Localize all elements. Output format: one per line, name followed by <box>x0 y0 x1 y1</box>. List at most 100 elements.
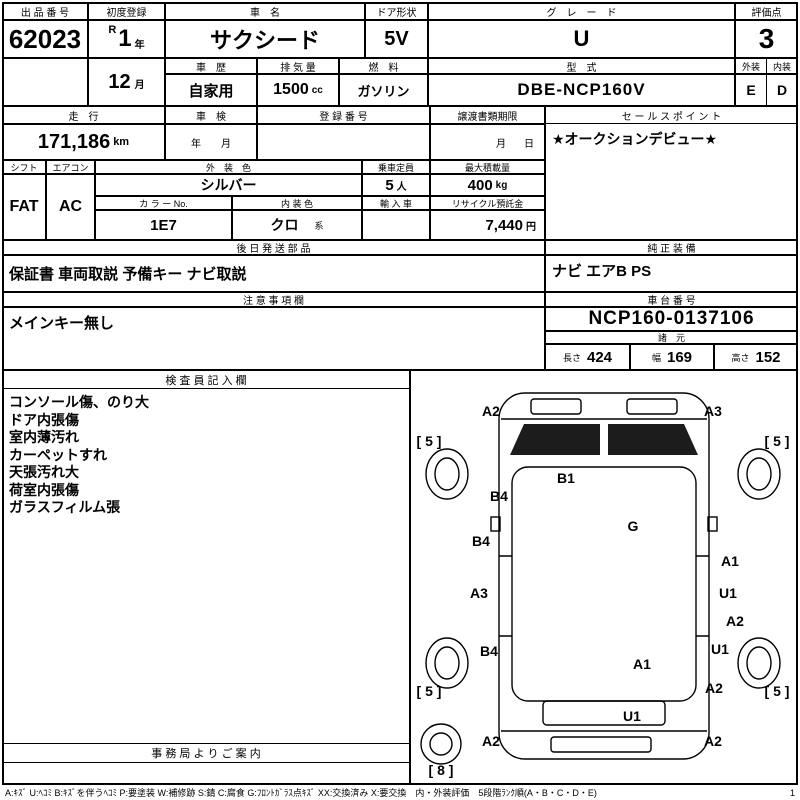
damage-marker-5: [ 5 ] <box>764 433 790 449</box>
transfer-deadline-cell: 月 日 <box>430 124 545 160</box>
aircon-label: エアコン <box>46 160 95 174</box>
damage-marker-A2: A2 <box>482 403 500 419</box>
import-car-label: 輸 入 車 <box>362 196 430 210</box>
caution-value: メインキー無し <box>2 307 545 370</box>
ext-color-label: 外 装 色 <box>95 160 362 174</box>
grade-label: グ レ ー ド <box>428 2 735 20</box>
first-reg-year-cell: R 1 年 <box>88 20 165 58</box>
damage-marker-B4: B4 <box>472 533 490 549</box>
later-parts-label: 後 日 発 送 部 品 <box>2 240 545 255</box>
recycle-deposit-cell: 7,440 円 <box>430 210 545 240</box>
max-load-value: 400 <box>467 176 493 194</box>
later-parts-value: 保証書 車両取説 予備キー ナビ取説 <box>2 255 545 292</box>
rear-bumper-detail <box>550 736 652 753</box>
damage-marker-5: [ 5 ] <box>416 683 442 699</box>
capacity-value: 5 <box>385 176 394 194</box>
damage-marker-A1: A1 <box>633 656 651 672</box>
exterior-rating-value: E <box>735 74 767 106</box>
capacity-label: 乗車定員 <box>362 160 430 174</box>
spec-width-label: 幅 <box>651 352 661 363</box>
tire-front-left <box>425 448 469 500</box>
int-color-label: 内 装 色 <box>232 196 362 210</box>
front-light-right <box>626 398 678 415</box>
damage-marker-G: G <box>627 518 639 534</box>
color-no-value: 1E7 <box>95 210 232 240</box>
sales-point-label: セ ー ル ス ポ イ ン ト <box>546 107 797 124</box>
door-seam-lines <box>499 555 709 637</box>
door-shape-value: 5V <box>365 20 428 58</box>
rear-window <box>542 700 666 726</box>
inspector-note-line: ガラスフィルム張 <box>9 499 121 515</box>
tire-rear-right <box>737 637 781 689</box>
first-reg-year-unit: 年 <box>134 40 145 51</box>
damage-marker-8: [ 8 ] <box>428 762 454 778</box>
import-car-value <box>362 210 430 240</box>
car-body-outline <box>498 392 710 760</box>
front-light-left <box>530 398 582 415</box>
recycle-deposit-unit: 円 <box>526 221 536 233</box>
history-value: 自家用 <box>165 74 257 106</box>
spec-height-value: 152 <box>755 348 781 366</box>
displacement-unit: cc <box>311 84 323 96</box>
shift-label: シフト <box>2 160 46 174</box>
inspector-notes-label: 検 査 員 記 入 欄 <box>3 371 409 389</box>
interior-rating-value: D <box>766 74 798 106</box>
damage-marker-U1: U1 <box>719 585 737 601</box>
fuel-label: 燃 料 <box>339 58 428 74</box>
damage-marker-A3: A3 <box>704 403 722 419</box>
transfer-deadline-label: 譲渡書類期限 <box>430 106 545 124</box>
damage-marker-U1: U1 <box>711 641 729 657</box>
model-label: 型 式 <box>428 58 735 74</box>
chassis-no-value: NCP160-0137106 <box>545 307 798 331</box>
history-label: 車 歴 <box>165 58 257 74</box>
inspector-note-line: 室内薄汚れ <box>9 429 79 445</box>
spec-width-cell: 幅 169 <box>630 344 714 370</box>
first-reg-era: R <box>108 24 117 36</box>
displacement-cell: 1500 cc <box>257 74 339 106</box>
score-value: 3 <box>735 20 798 58</box>
spec-height-cell: 高さ 152 <box>714 344 798 370</box>
inspector-notes-box: 検 査 員 記 入 欄 コンソール傷、のり大ドア内張傷室内薄汚れカーペットすれ天… <box>2 370 410 785</box>
reg-no-label: 登 録 番 号 <box>257 106 430 124</box>
max-load-unit: kg <box>495 179 508 191</box>
interior-rating-label: 内装 <box>766 58 798 74</box>
lot-no-empty-cell <box>2 58 88 106</box>
grade-value: U <box>428 20 735 58</box>
genuine-equip-value: ナビ エアB PS <box>545 255 798 292</box>
sales-point-box: セ ー ル ス ポ イ ン ト ★オークションデビュー★ <box>545 106 798 240</box>
capacity-cell: 5 人 <box>362 174 430 196</box>
windshield-left <box>510 424 600 455</box>
color-no-label: カ ラ ー No. <box>95 196 232 210</box>
genuine-equip-label: 純 正 装 備 <box>545 240 798 255</box>
car-name-label: 車 名 <box>165 2 365 20</box>
side-mirror-left <box>490 516 501 532</box>
spec-length-value: 424 <box>586 348 613 366</box>
mileage-value: 171,186 <box>37 130 111 153</box>
legend-bar: A:ｷｽﾞ U:ﾍｺﾐ B:ｷｽﾞを伴うﾍｺﾐ P:要塗装 W:補修跡 S:錆 … <box>2 786 798 799</box>
shaken-year-unit: 年 <box>191 138 201 150</box>
damage-marker-A2: A2 <box>704 733 722 749</box>
first-reg-year: 1 <box>118 25 132 52</box>
damage-marker-B4: B4 <box>480 643 498 659</box>
inspector-note-line: 荷室内張傷 <box>9 481 79 498</box>
spec-length-label: 長さ <box>562 352 581 363</box>
lot-no-value: 62023 <box>2 20 88 58</box>
inspector-note-line: ドア内張傷 <box>9 411 79 428</box>
shaken-label: 車 検 <box>165 106 257 124</box>
spec-label: 諸 元 <box>545 331 798 344</box>
transfer-day-unit: 日 <box>524 138 534 150</box>
sales-point-value: ★オークションデビュー★ <box>552 131 718 147</box>
recycle-deposit-label: リサイクル預託金 <box>430 196 545 210</box>
mileage-label: 走 行 <box>2 106 165 124</box>
max-load-cell: 400 kg <box>430 174 545 196</box>
car-top-view <box>420 392 781 765</box>
transfer-month-unit: 月 <box>496 138 506 150</box>
office-info-label: 事 務 局 よ り ご 案 内 <box>3 743 409 763</box>
reg-no-value <box>257 124 430 160</box>
damage-marker-A3: A3 <box>470 585 488 601</box>
fuel-value: ガソリン <box>339 74 428 106</box>
shaken-value-cell: 年 月 <box>165 124 257 160</box>
